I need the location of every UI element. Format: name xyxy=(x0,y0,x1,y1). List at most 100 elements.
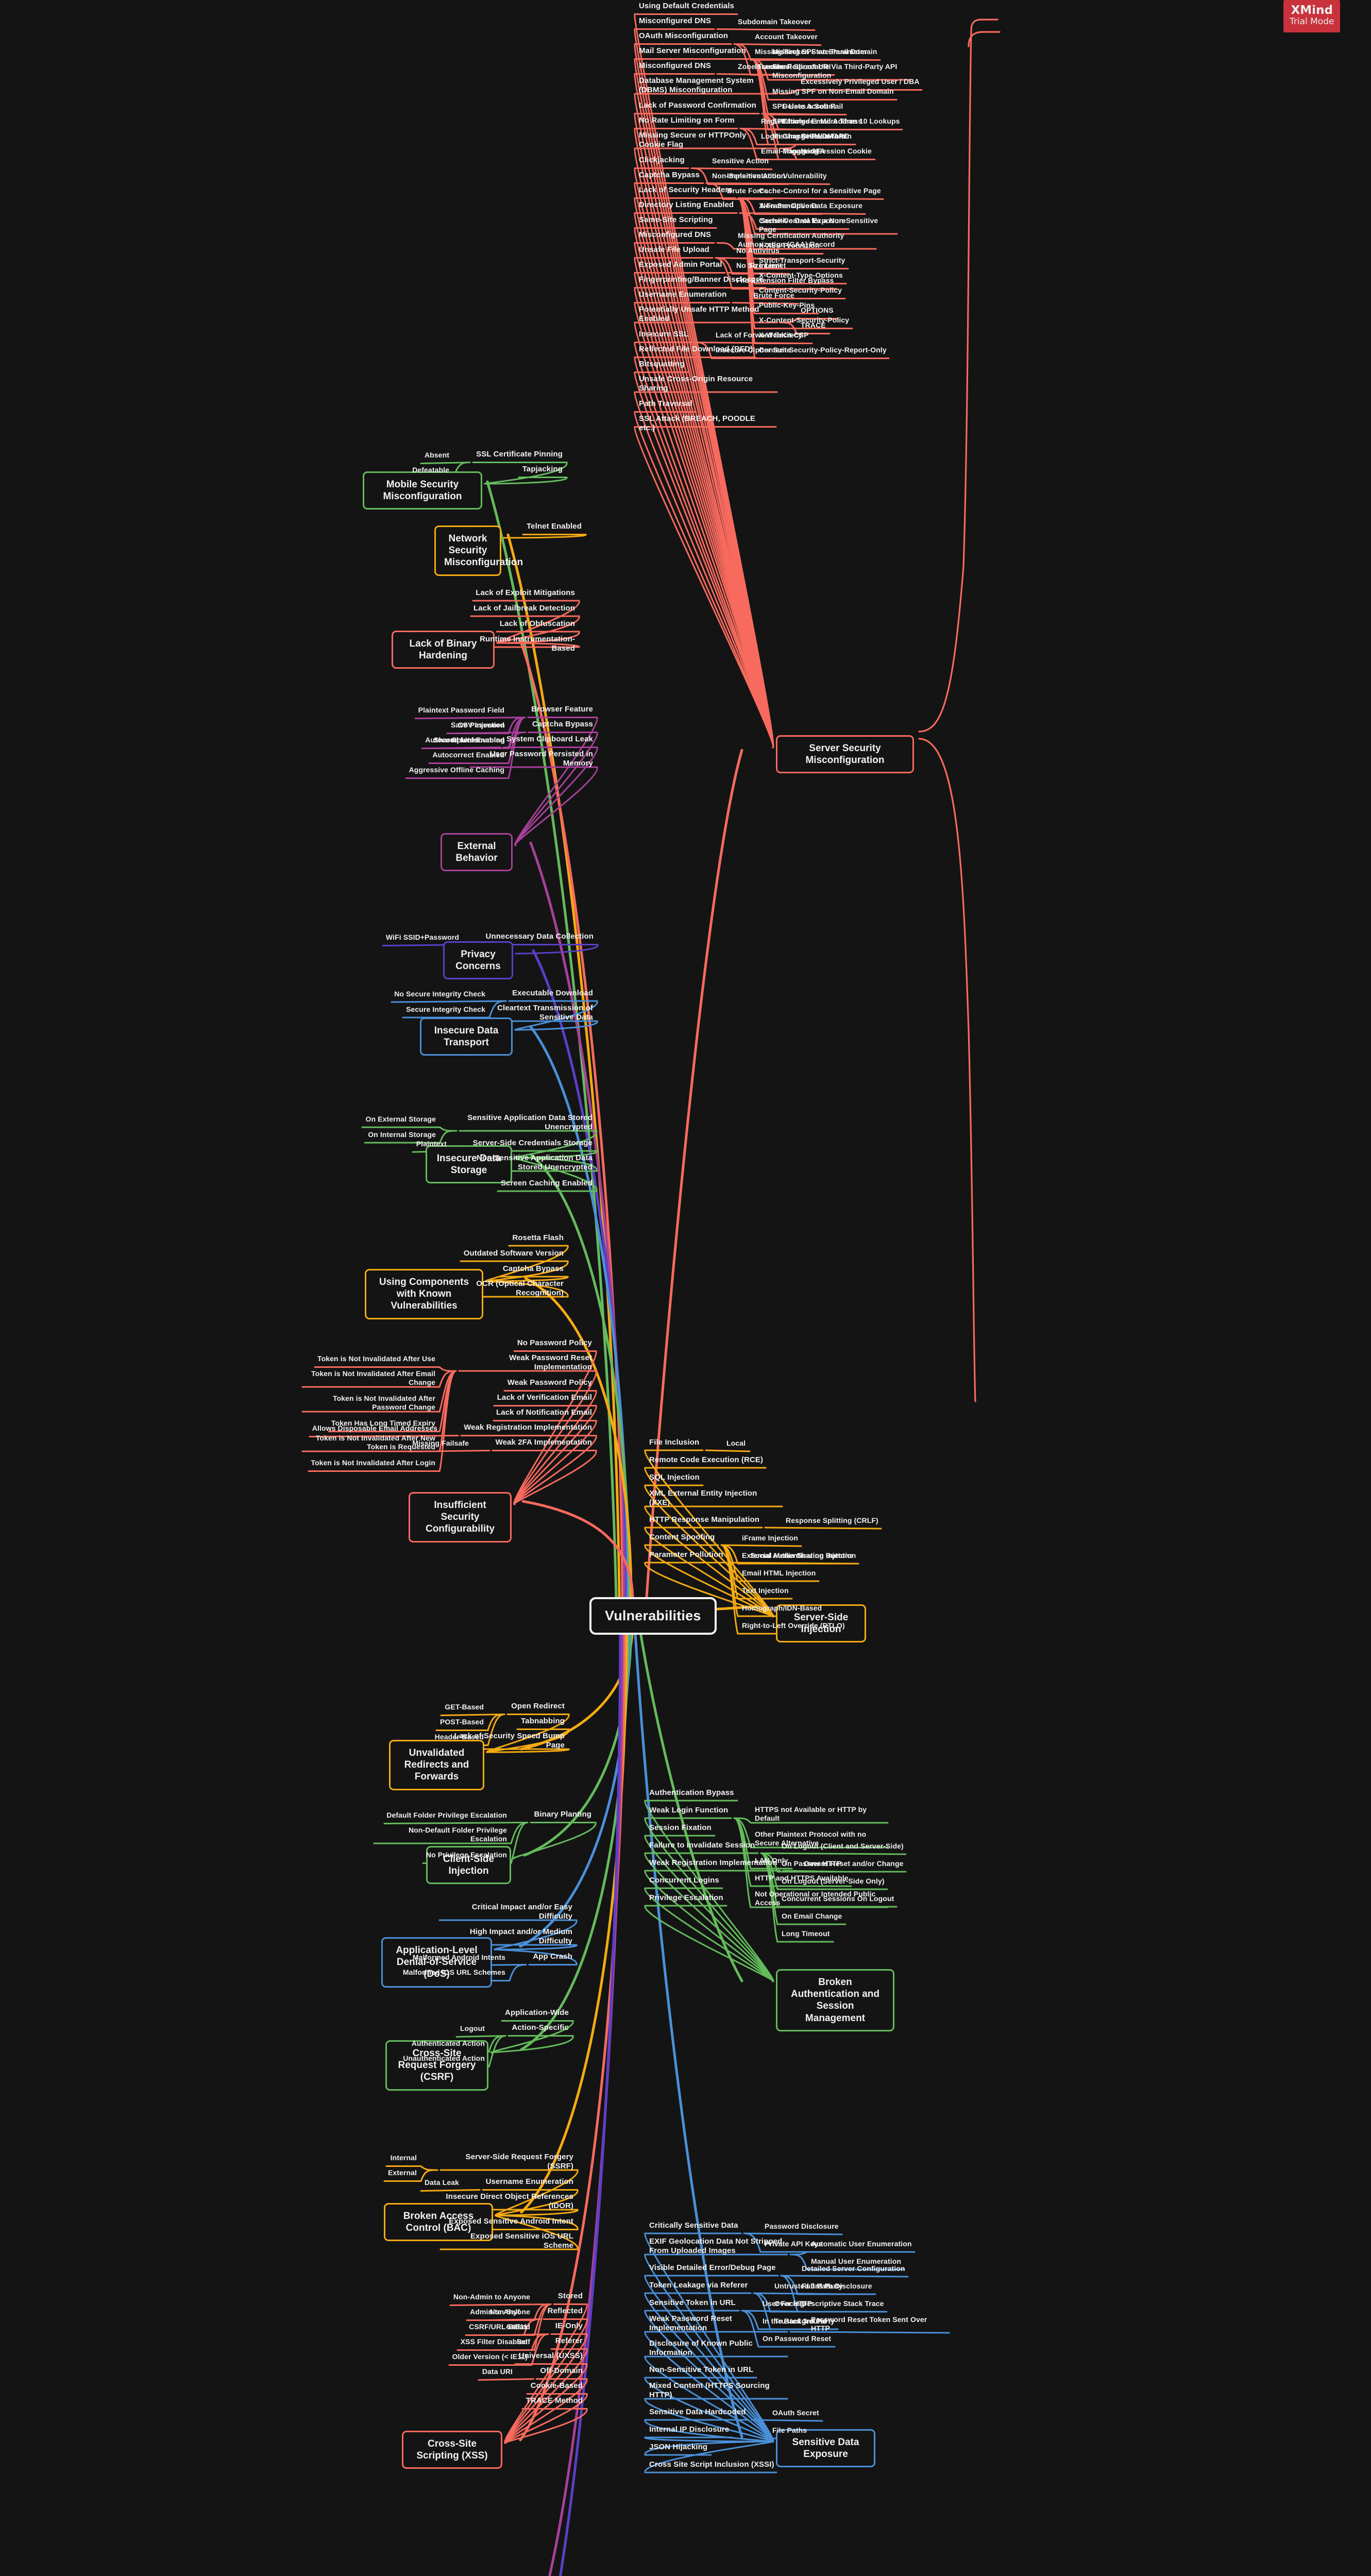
leaf-label[interactable]: Plaintext Password Field xyxy=(418,706,504,714)
leaf-label[interactable]: No Password Policy xyxy=(517,1338,592,1347)
branch-node-b-bac[interactable]: Broken Access Control (BAC) xyxy=(384,2203,493,2242)
leaf-label[interactable]: Cookie-Based xyxy=(530,2381,583,2390)
leaf-label[interactable]: Unauthenticated Action xyxy=(403,2054,485,2062)
leaf-label[interactable]: Exposed Sensitive Android Intent xyxy=(449,2217,573,2226)
branch-node-b-ssm[interactable]: Server Security Misconfiguration xyxy=(776,735,914,774)
branch-node-b-dos[interactable]: Application-Level Denial-of-Service (DoS… xyxy=(381,1937,492,1988)
leaf-label[interactable]: Shared Links xyxy=(433,736,480,744)
leaf-label[interactable]: iFrame Injection xyxy=(742,1533,798,1542)
leaf-label[interactable]: User Password Persisted in Memory xyxy=(489,750,596,768)
leaf-label[interactable]: Save Password xyxy=(450,721,504,729)
leaf-label[interactable]: Older Version (< IE11) xyxy=(452,2352,528,2361)
leaf-label[interactable]: Referer xyxy=(555,2336,583,2345)
branch-node-b-nsm[interactable]: Network Security Misconfiguration xyxy=(434,526,523,576)
leaf-label[interactable]: Weak 2FA Implementation xyxy=(495,1438,592,1447)
leaf-label[interactable]: Database Management System (DBMS) Miscon… xyxy=(639,76,756,95)
leaf-label[interactable]: Over HTTP xyxy=(804,1859,842,1868)
leaf-label[interactable]: High Impact and/or Medium Difficulty xyxy=(469,1927,575,1946)
leaf-label[interactable]: App Crash xyxy=(533,1952,572,1961)
leaf-label[interactable]: No Privilege Escalation xyxy=(426,1851,507,1859)
branch-node-b-ssi[interactable]: Server-Side Injection xyxy=(776,1604,866,1643)
leaf-label[interactable]: Visible Detailed Error/Debug Page xyxy=(649,2263,776,2272)
leaf-label[interactable]: Non-Default Folder Privilege Escalation xyxy=(408,1826,509,1843)
leaf-label[interactable]: Weak Login Function xyxy=(649,1805,729,1815)
leaf-label[interactable]: Action-Specific xyxy=(512,2023,569,2032)
leaf-label[interactable]: Privilege Escalation xyxy=(649,1893,723,1902)
leaf-label[interactable]: Internal IP Disclosure xyxy=(649,2425,730,2434)
leaf-label[interactable]: Password Reset Token Sent Over HTTP xyxy=(811,2315,929,2333)
leaf-label[interactable]: Missing Secure or HTTPOnly Cookie Flag xyxy=(639,131,749,149)
leaf-label[interactable]: On Password Reset xyxy=(763,2334,832,2343)
leaf-label[interactable]: OAuth Secret xyxy=(772,2408,819,2417)
leaf-label[interactable]: Weak Password Reset Implementation xyxy=(649,2314,735,2333)
leaf-label[interactable]: Remote Code Execution (RCE) xyxy=(649,1455,764,1464)
leaf-label[interactable]: Mixed Content (HTTPS Sourcing HTTP) xyxy=(649,2381,772,2400)
leaf-label[interactable]: On Logout (Client and Server-Side) xyxy=(782,1841,904,1850)
leaf-label[interactable]: Token Leakage via Referer xyxy=(649,2280,748,2290)
leaf-label[interactable]: On Password Reset and/or Change xyxy=(782,1859,904,1868)
leaf-label[interactable]: Cleartext Transmission of Sensitive Data xyxy=(497,1004,596,1022)
leaf-label[interactable]: Lack of Exploit Mitigations xyxy=(476,588,575,597)
leaf-label[interactable]: SSL Attack (BREACH, POODLE etc.) xyxy=(639,414,758,433)
leaf-label[interactable]: Delete Account xyxy=(783,102,836,110)
leaf-label[interactable]: Sensitive Data Exposure xyxy=(760,216,846,225)
leaf-label[interactable]: Unsafe Cross-Origin Resource Sharing xyxy=(639,375,755,393)
leaf-label[interactable]: Insecure Redirect URI xyxy=(755,62,831,71)
leaf-label[interactable]: Unsafe File Upload xyxy=(639,245,709,254)
leaf-label[interactable]: Reflected File Download (RFD) xyxy=(639,345,753,353)
leaf-label[interactable]: Server-Side Credentials Storage xyxy=(472,1138,593,1147)
leaf-label[interactable]: Lack of Security Headers xyxy=(639,185,733,194)
leaf-label[interactable]: Path Traversal xyxy=(639,399,692,408)
leaf-label[interactable]: On External Storage xyxy=(365,1114,436,1123)
leaf-label[interactable]: X-XSS-Protection xyxy=(759,241,820,249)
branch-node-b-xss[interactable]: Cross-Site Scripting (XSS) xyxy=(402,2431,502,2469)
leaf-label[interactable]: OCR (Optical Character Recognition) xyxy=(476,1279,566,1298)
leaf-label[interactable]: Not Operational or Intended Public Acces… xyxy=(755,1890,877,1907)
leaf-label[interactable]: Private API Keys xyxy=(765,2239,823,2248)
leaf-label[interactable]: Tapjacking xyxy=(522,465,563,473)
branch-node-b-idt[interactable]: Insecure Data Transport xyxy=(420,1018,513,1056)
leaf-label[interactable]: Potentially Unsafe HTTP Method Enabled xyxy=(639,305,761,324)
leaf-label[interactable]: Login xyxy=(761,132,781,140)
leaf-label[interactable]: Manage 2FA xyxy=(783,147,825,155)
leaf-label[interactable]: Concurrent Sessions On Logout xyxy=(782,1894,894,1903)
leaf-label[interactable]: Mail Server Misconfiguration xyxy=(639,46,746,55)
leaf-label[interactable]: EXIF Geolocation Data Not Stripped From … xyxy=(649,2237,785,2256)
leaf-label[interactable]: Misconfigured DNS xyxy=(639,16,712,25)
leaf-label[interactable]: Lack of Jailbreak Detection xyxy=(473,603,575,613)
leaf-label[interactable]: Screen Caching Enabled xyxy=(500,1178,593,1188)
leaf-label[interactable]: Non-Sensitive Action xyxy=(712,172,786,180)
leaf-label[interactable]: Unnecessary Data Collection xyxy=(485,932,594,941)
leaf-label[interactable]: Missing Failsafe xyxy=(412,1439,469,1447)
leaf-label[interactable]: Change Email Address xyxy=(783,117,862,125)
leaf-label[interactable]: Aggressive Offline Caching xyxy=(409,766,504,774)
leaf-label[interactable]: Missing SPF on Non-Email Domain xyxy=(772,87,894,95)
leaf-label[interactable]: File Paths xyxy=(772,2426,807,2434)
leaf-label[interactable]: Registration xyxy=(761,117,804,125)
leaf-label[interactable]: Allows Disposable Email Addresses xyxy=(312,1424,437,1432)
leaf-label[interactable]: Brute Force xyxy=(753,291,794,299)
leaf-label[interactable]: Authentication Bypass xyxy=(649,1788,734,1797)
leaf-label[interactable]: OAuth Misconfiguration xyxy=(639,31,729,40)
leaf-label[interactable]: User Facing xyxy=(763,2299,805,2308)
leaf-label[interactable]: Brute Force xyxy=(727,187,768,195)
leaf-label[interactable]: Lack of Notification Email xyxy=(496,1408,592,1417)
leaf-label[interactable]: File Extension Filter Bypass xyxy=(736,276,834,284)
leaf-label[interactable]: Off-Domain xyxy=(540,2366,583,2375)
leaf-label[interactable]: Defeatable xyxy=(412,466,449,474)
leaf-label[interactable]: Right-to-Left Override (RTLO) xyxy=(742,1621,845,1630)
leaf-label[interactable]: Universal (UXSS) xyxy=(518,2351,583,2360)
leaf-label[interactable]: Non-Self xyxy=(489,2308,520,2316)
leaf-label[interactable]: Admin to Anyone xyxy=(470,2308,530,2316)
leaf-label[interactable]: LAN Only xyxy=(755,1856,788,1865)
leaf-label[interactable]: Sensitive Application Data Stored Unencr… xyxy=(467,1113,595,1132)
leaf-label[interactable]: Bitsquatting xyxy=(639,360,685,368)
leaf-label[interactable]: Binary Planting xyxy=(534,1810,591,1819)
leaf-label[interactable]: CSV Injection xyxy=(458,721,505,729)
leaf-label[interactable]: Exposed Sensitive iOS URL Scheme xyxy=(470,2232,576,2250)
leaf-label[interactable]: Browser Feature xyxy=(531,705,593,714)
leaf-label[interactable]: XSS Filter Disabled xyxy=(460,2337,528,2346)
leaf-label[interactable]: Fingerprinting/Banner Disclosure xyxy=(639,275,764,284)
leaf-label[interactable]: Email HTML Injection xyxy=(742,1568,816,1577)
leaf-label[interactable]: Header-Based xyxy=(434,1733,484,1741)
